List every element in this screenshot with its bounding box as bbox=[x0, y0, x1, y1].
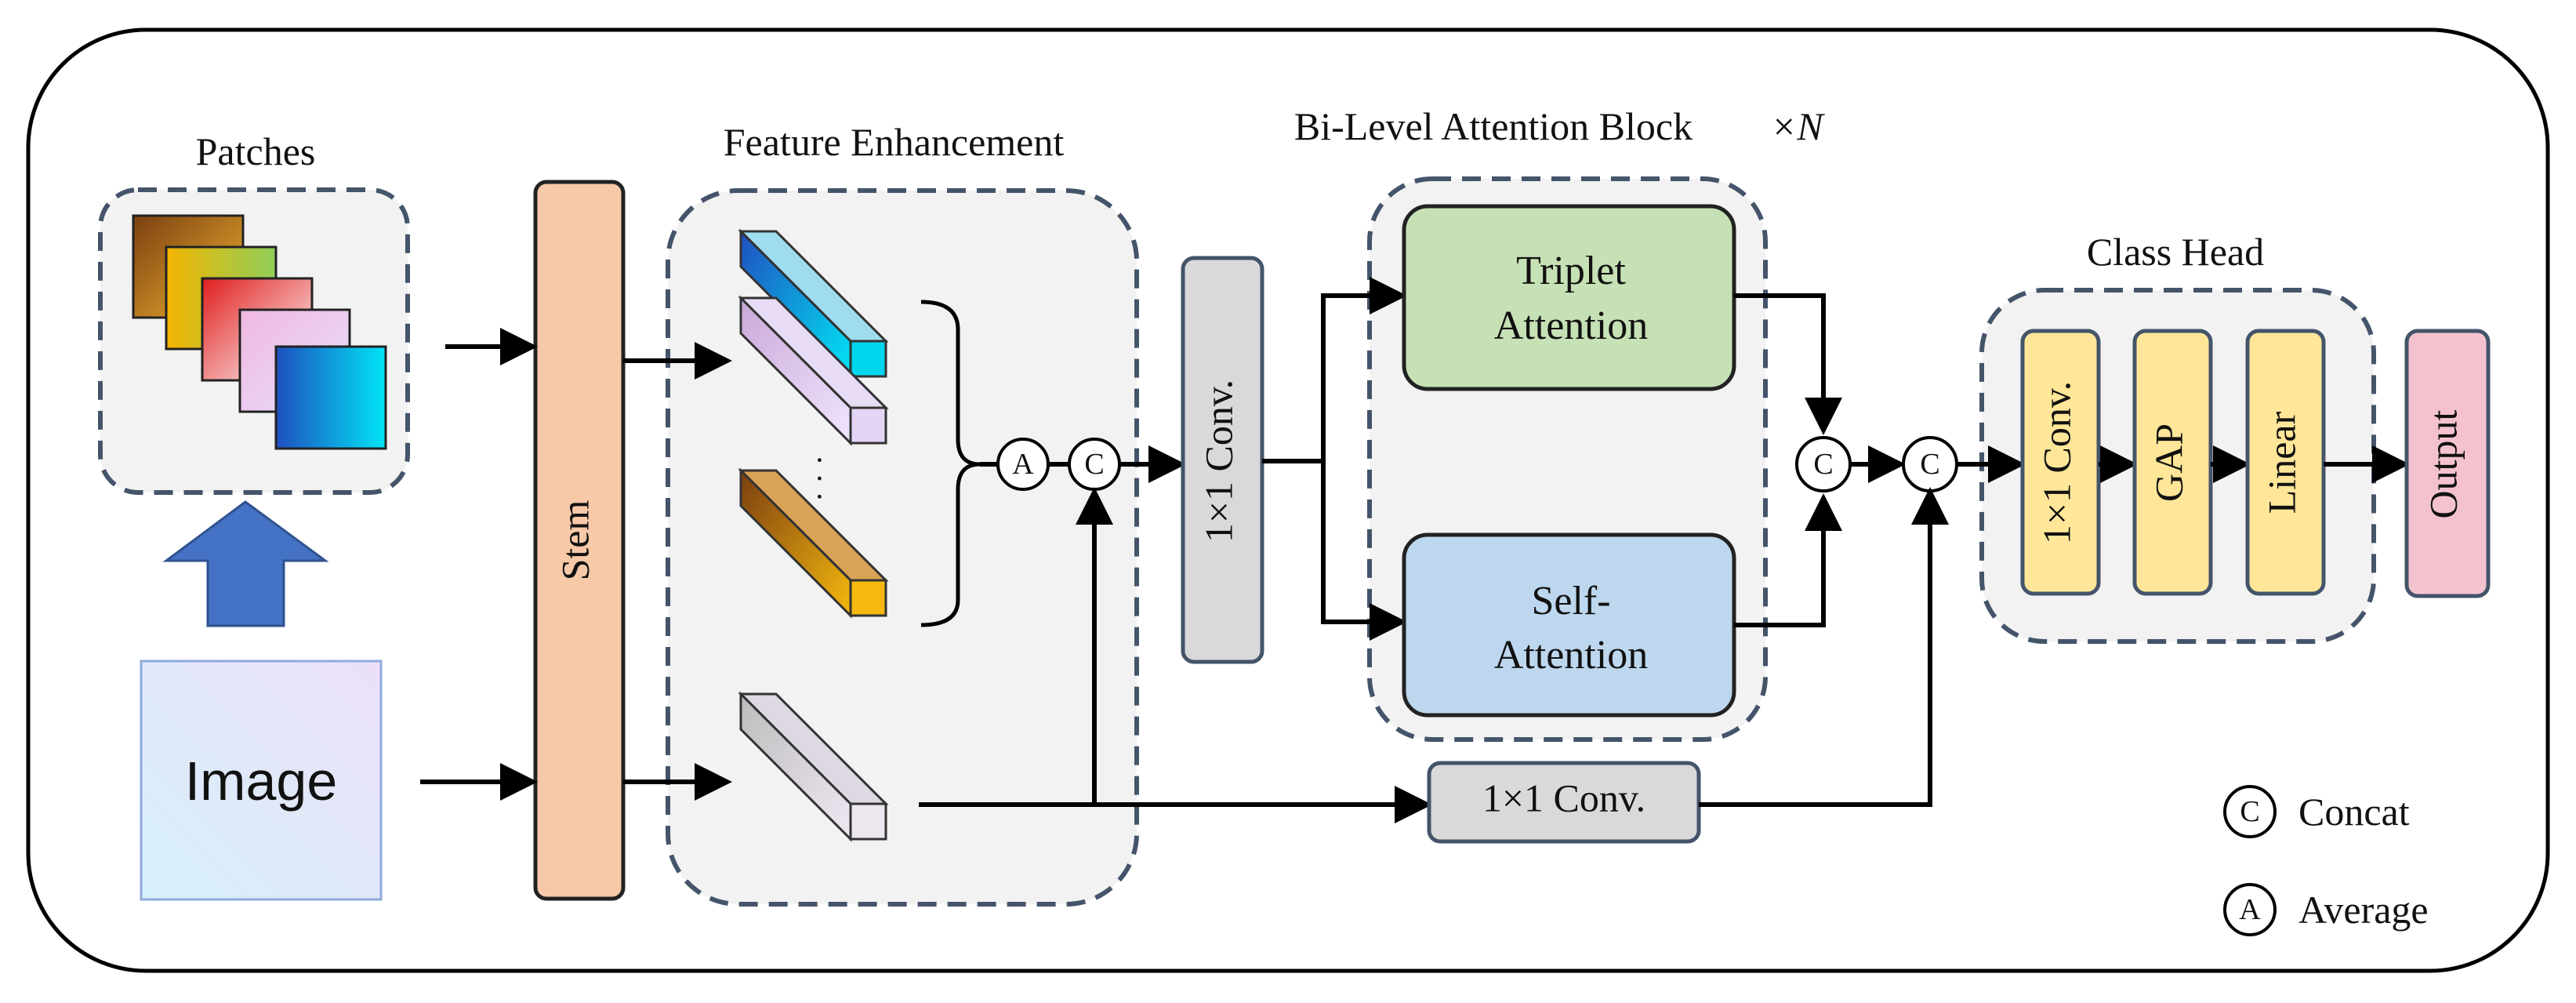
bottom-conv-label: 1×1 Conv. bbox=[1482, 776, 1645, 819]
legend-average-icon bbox=[2223, 883, 2277, 936]
self-label-1: Self- bbox=[1531, 579, 1610, 623]
linear-label: Linear bbox=[2259, 411, 2303, 514]
triplet-label-1: Triplet bbox=[1516, 249, 1626, 293]
output-label: Output bbox=[2421, 409, 2465, 518]
arrow-triplet-to-concat bbox=[1734, 293, 1842, 435]
average-symbol: A bbox=[1012, 448, 1034, 481]
patch-stack bbox=[132, 214, 387, 450]
image-label: Image bbox=[185, 750, 338, 812]
patch-5 bbox=[274, 345, 387, 450]
stem-label: Stem bbox=[553, 500, 597, 581]
arrow-self-to-concat bbox=[1734, 493, 1842, 627]
feature-bar-1 bbox=[738, 228, 889, 380]
conv-label: 1×1 Conv. bbox=[1196, 380, 1240, 543]
feature-enhancement-panel bbox=[666, 188, 1139, 907]
patches-title: Patches bbox=[196, 129, 316, 173]
output-block bbox=[2404, 329, 2491, 598]
upward-arrow-icon bbox=[162, 500, 329, 627]
triplet-label-2: Attention bbox=[1494, 303, 1648, 348]
stem-block bbox=[533, 180, 626, 901]
head-conv-label: 1×1 Conv. bbox=[2034, 381, 2078, 544]
legend-concat-symbol: C bbox=[2240, 795, 2259, 828]
legend-average-label: Average bbox=[2298, 888, 2429, 932]
class-head-title: Class Head bbox=[2087, 230, 2264, 274]
arrow-to-self-attention bbox=[1321, 461, 1407, 641]
image-box bbox=[140, 660, 383, 901]
feature-bar-3 bbox=[738, 467, 889, 619]
arrow-to-triplet bbox=[1321, 277, 1407, 461]
triplet-attention-block bbox=[1402, 204, 1736, 391]
feature-bar-image bbox=[738, 691, 889, 842]
legend-concat-icon bbox=[2223, 785, 2277, 838]
self-attention-block bbox=[1402, 532, 1736, 718]
legend-concat-label: Concat bbox=[2298, 790, 2410, 834]
concat-symbol-2: C bbox=[1813, 448, 1833, 481]
outer-frame bbox=[26, 27, 2550, 973]
concat-symbol-1: C bbox=[1084, 448, 1104, 481]
bi-level-repeat: ×N bbox=[1770, 104, 1825, 148]
self-label-2: Attention bbox=[1494, 633, 1648, 678]
feature-enhancement-title: Feature Enhancement bbox=[724, 120, 1065, 164]
feature-ellipsis: · · · bbox=[802, 455, 837, 502]
arrow-bottom-conv-to-concat-3 bbox=[1699, 487, 1949, 807]
legend-average-symbol: A bbox=[2239, 893, 2261, 926]
feature-bar-2 bbox=[738, 295, 889, 446]
gap-label: GAP bbox=[2146, 423, 2190, 502]
concat-symbol-3: C bbox=[1920, 448, 1939, 481]
bi-level-title: Bi-Level Attention Block bbox=[1294, 104, 1693, 148]
